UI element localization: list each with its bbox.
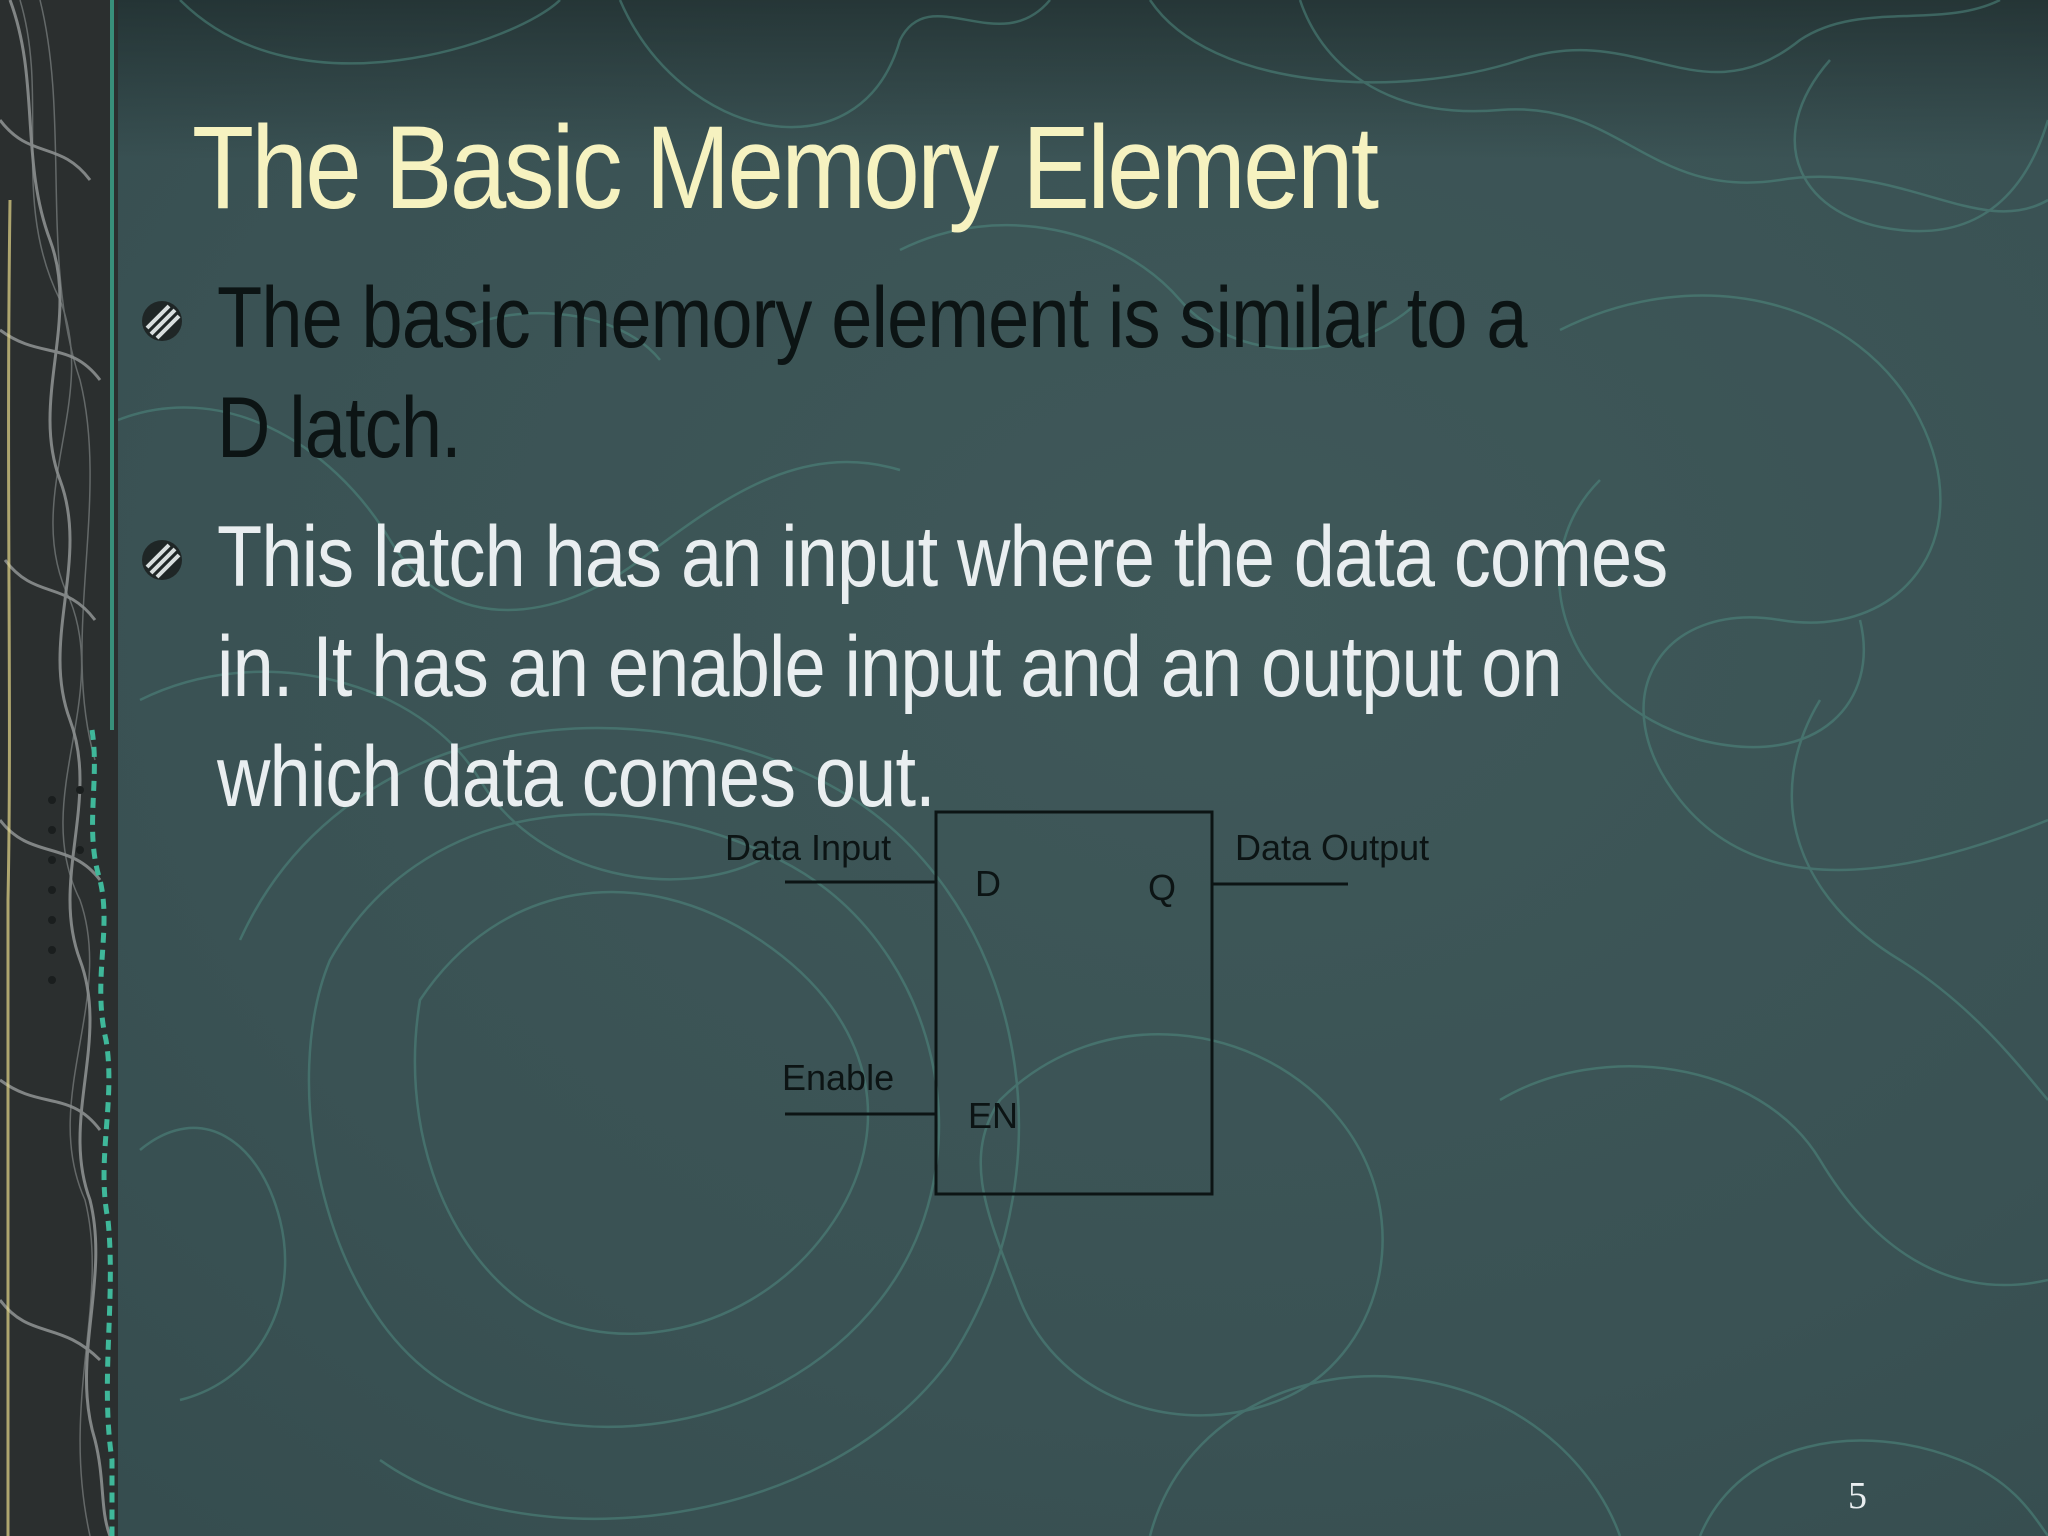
data-output-label: Data Output [1235, 827, 1430, 868]
bullet-text: The basic memory element is similar to a… [217, 270, 1527, 476]
d-latch-lines [785, 810, 1348, 1196]
bullet-text: This latch has an input where the data c… [217, 509, 1668, 825]
pin-d-label: D [975, 863, 1001, 904]
latch-box [934, 810, 1214, 1196]
bullet-icon [142, 301, 182, 341]
pin-en-label: EN [968, 1095, 1019, 1136]
bullet-icon [142, 540, 182, 580]
enable-label: Enable [782, 1057, 895, 1098]
pin-q-label: Q [1148, 867, 1177, 908]
d-latch-diagram: Data Input Enable Data Output D Q EN [700, 800, 1500, 1220]
top-shade [0, 0, 2048, 160]
page-number: 5 [1848, 1475, 1867, 1517]
slide-title: The Basic Memory Element [192, 102, 1379, 234]
data-input-label: Data Input [725, 827, 892, 868]
left-map-strip [0, 0, 118, 1536]
